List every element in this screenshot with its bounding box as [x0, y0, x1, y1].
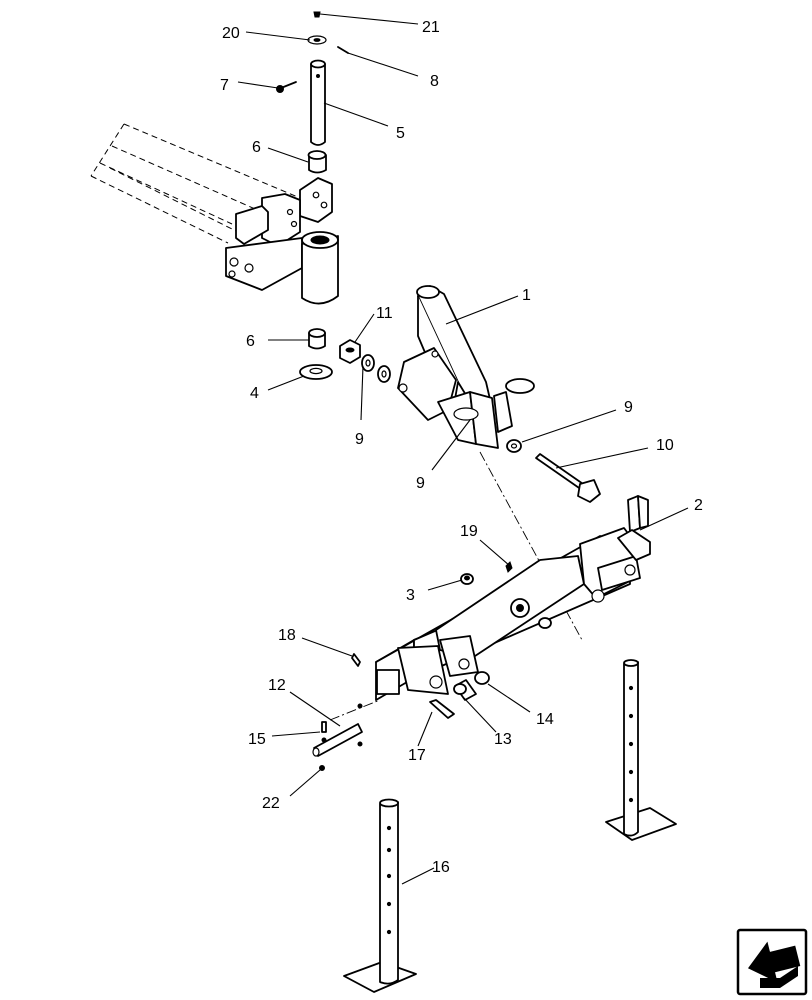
part-12-hitch-pin [312, 723, 363, 757]
mounting-bracket [225, 177, 339, 305]
part-16-stand-right [605, 659, 677, 841]
callout-21: 21 [422, 19, 440, 36]
part-4-thrust-washer [299, 364, 333, 380]
part-22-nut [319, 765, 325, 771]
callout-11: 11 [376, 305, 393, 322]
callout-17: 17 [408, 747, 426, 764]
callout-20: 20 [222, 25, 240, 42]
part-3-bushing-b [538, 617, 552, 629]
part-20-washer [307, 35, 327, 45]
callout-13: 13 [494, 731, 512, 748]
callout-6-upper: 6 [252, 139, 261, 156]
callout-9-right: 9 [624, 399, 633, 416]
part-2-main-beam [375, 495, 651, 701]
callout-14: 14 [536, 711, 554, 728]
callout-19: 19 [460, 523, 478, 540]
callout-16: 16 [432, 859, 450, 876]
next-page-button[interactable] [736, 928, 808, 996]
part-3-bushing [460, 573, 474, 585]
part-14-bushing [474, 671, 490, 685]
part-8-roll-pin [337, 46, 349, 54]
callout-labels: 21 20 8 7 5 6 1 11 6 4 9 9 9 10 2 19 3 1… [220, 19, 703, 876]
part-13-bushing [453, 679, 477, 701]
callout-22: 22 [262, 795, 280, 812]
part-9-washer-b [377, 365, 391, 383]
part-9-washer-a [361, 354, 375, 372]
part-18-hairpin [351, 653, 361, 667]
part-5-pivot-pin [310, 59, 326, 146]
callout-7: 7 [220, 77, 229, 94]
callout-15: 15 [248, 731, 266, 748]
callout-12: 12 [268, 677, 286, 694]
callout-9-lower: 9 [416, 475, 425, 492]
part-16-stand-left [343, 798, 417, 993]
part-10-bolt [535, 453, 601, 503]
callout-6-lower: 6 [246, 333, 255, 350]
part-6-bushing-upper [307, 150, 327, 174]
part-11-nut [339, 339, 361, 364]
part-7-bolt [276, 81, 297, 93]
callout-4: 4 [250, 385, 259, 402]
assembly-centerlines [329, 451, 583, 721]
part-21-screw [313, 11, 321, 18]
part-9-washer-c [506, 439, 522, 453]
leader-lines [237, 13, 689, 885]
callout-3: 3 [406, 587, 415, 604]
hitch-frame-outline [90, 123, 301, 244]
callout-18: 18 [278, 627, 296, 644]
part-1-pivot-arm [397, 285, 535, 449]
callout-10: 10 [656, 437, 674, 454]
callout-2: 2 [694, 497, 703, 514]
callout-1: 1 [522, 287, 531, 304]
next-page-arrow-icon [747, 941, 801, 988]
callout-9-left: 9 [355, 431, 364, 448]
callout-8: 8 [430, 73, 439, 90]
part-6-bushing-lower [308, 328, 326, 350]
callout-5: 5 [396, 125, 405, 142]
part-17-pin [429, 699, 455, 719]
part-15-clip [321, 703, 363, 747]
